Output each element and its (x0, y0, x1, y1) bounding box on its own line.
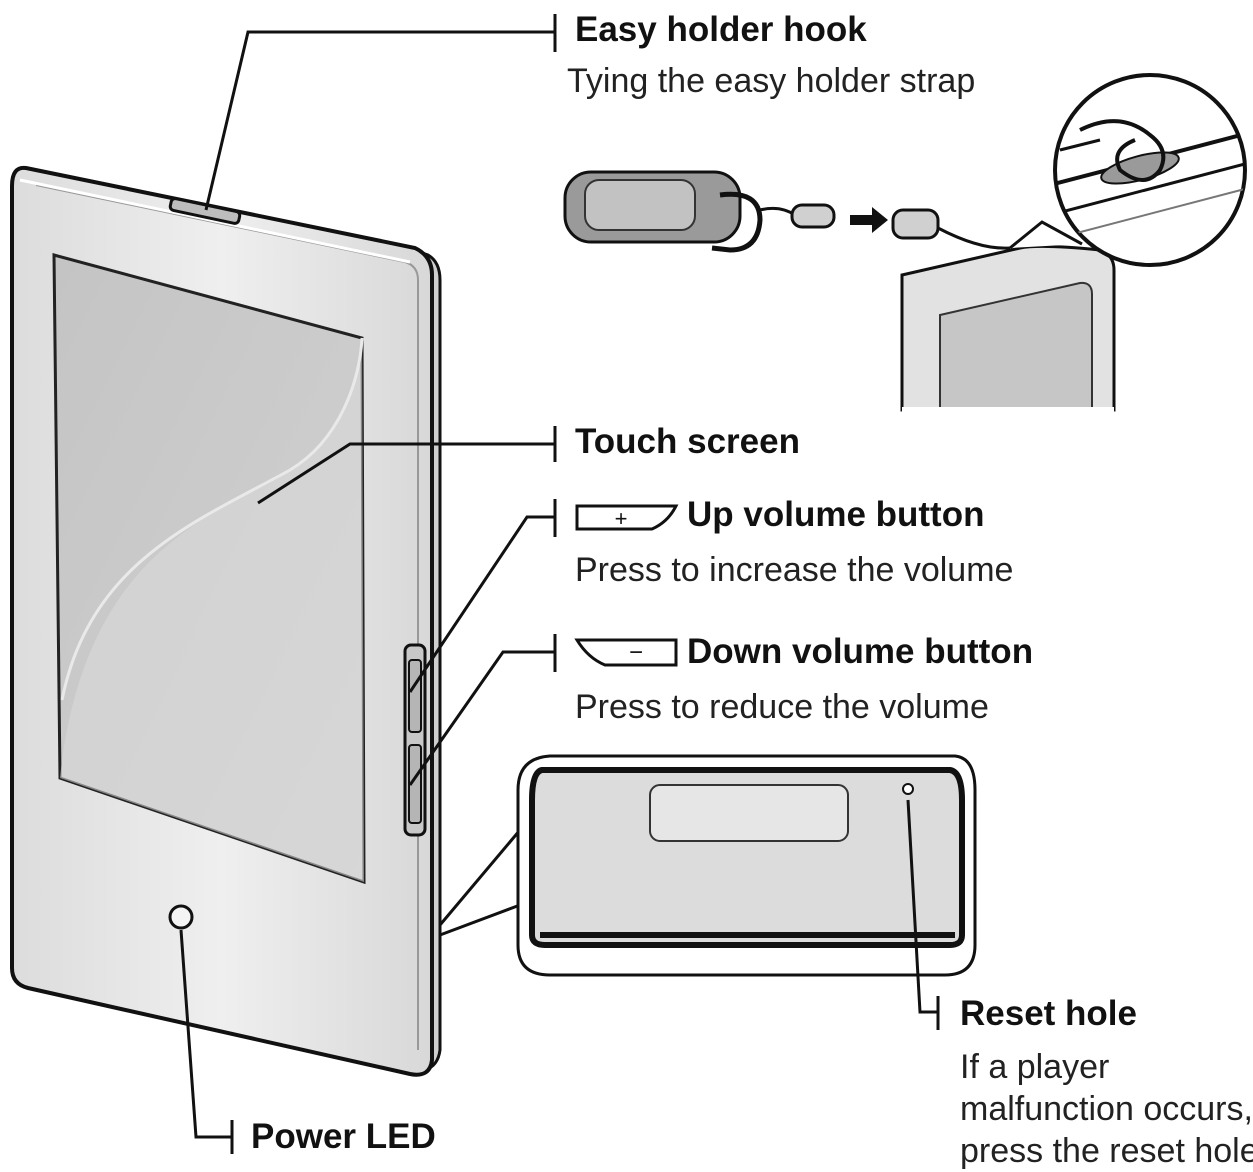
up-symbol-text: + (615, 506, 628, 531)
leader-lines (179, 14, 940, 1154)
up-volume-symbol: + (575, 504, 679, 531)
down-volume-button-label: Down volume button (687, 632, 1034, 671)
easy-holder-hook-label: Easy holder hook (575, 10, 867, 49)
reset-hole-description-line: press the reset hole (960, 1132, 1253, 1170)
media-player-device (10, 165, 442, 1077)
power-led (168, 904, 194, 930)
reset-hole-description: If a player malfunction occurs, press th… (960, 1046, 1253, 1172)
power-led-label: Power LED (251, 1117, 436, 1156)
reset-hole-label: Reset hole (960, 994, 1137, 1033)
touch-screen (52, 253, 366, 885)
touch-screen-label: Touch screen (575, 422, 800, 461)
down-volume-symbol: − (574, 638, 678, 667)
reset-hole-callout (438, 754, 977, 977)
reset-hole-description-line: malfunction occurs, (960, 1090, 1253, 1128)
reset-hole-description-line: If a player (960, 1048, 1110, 1086)
easy-holder-strap-illustration (563, 73, 1247, 413)
reset-hole (902, 783, 914, 795)
up-volume-button (408, 659, 422, 733)
down-symbol-text: − (629, 639, 643, 666)
side-volume-buttons (403, 643, 427, 837)
easy-holder-hook-description: Tying the easy holder strap (567, 62, 976, 100)
up-volume-button-description: Press to increase the volume (575, 551, 1014, 589)
up-volume-button-label: Up volume button (687, 495, 985, 534)
down-volume-button-description: Press to reduce the volume (575, 688, 989, 726)
